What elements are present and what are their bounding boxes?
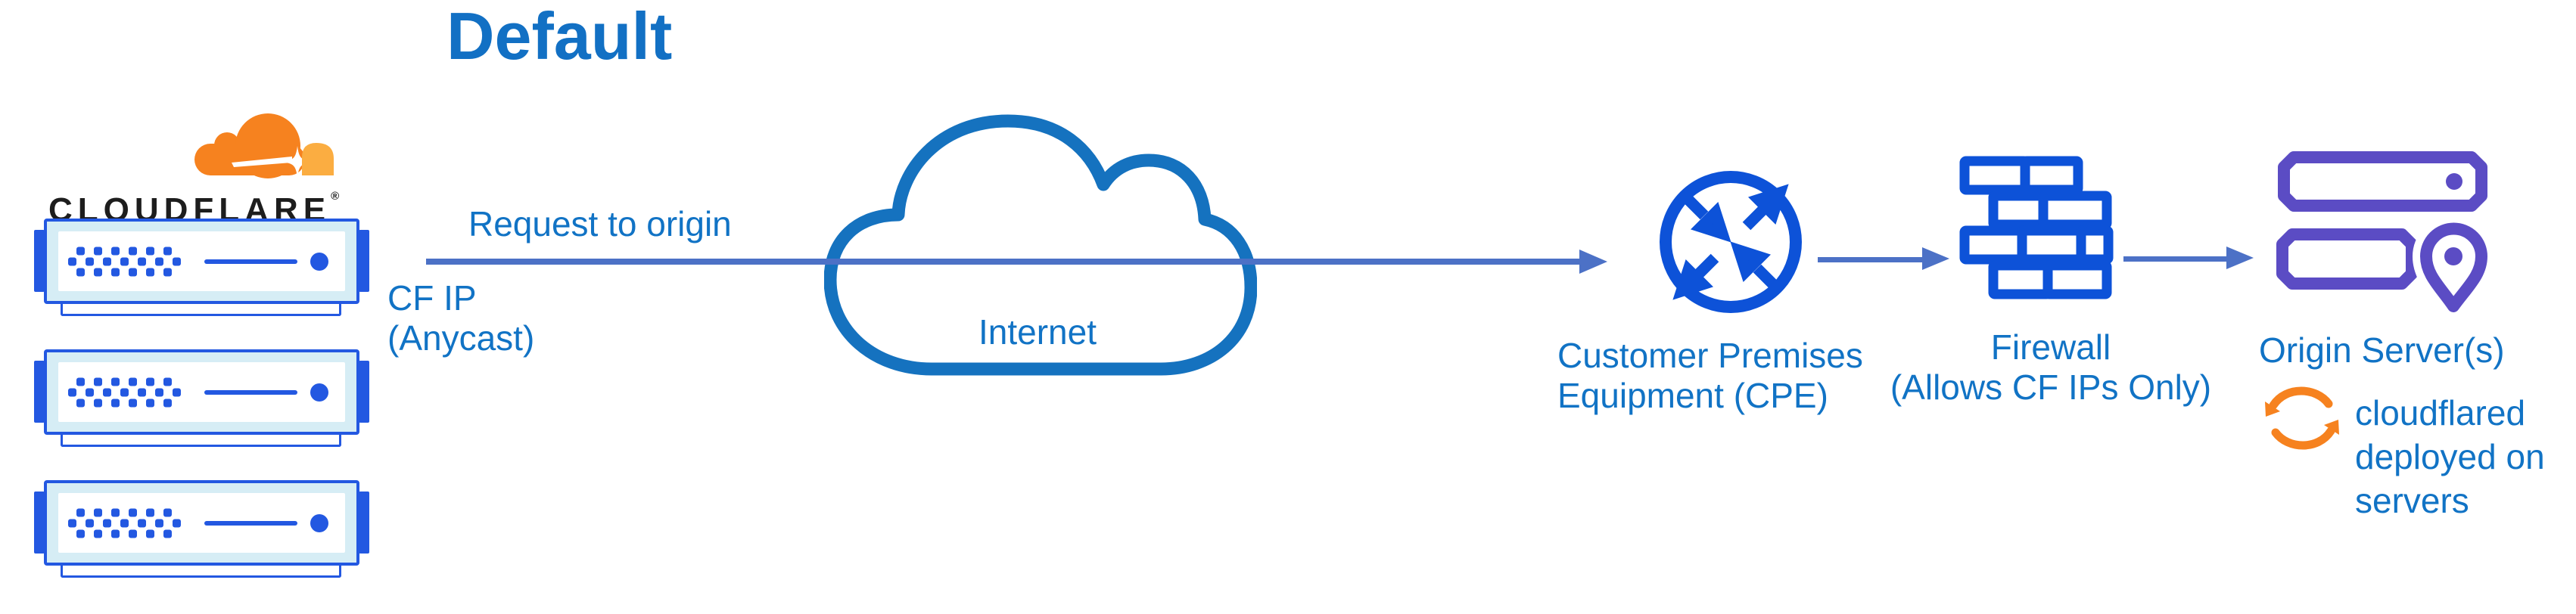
edge-server-stack-icon <box>34 219 369 611</box>
firewall-label: Firewall (Allows CF IPs Only) <box>1890 327 2212 407</box>
server-vent-dots <box>76 268 181 276</box>
firewall-to-origin-arrowhead <box>2226 247 2254 269</box>
edge-server-icon <box>34 480 369 580</box>
internet-label: Internet <box>978 312 1097 352</box>
edge-server-icon <box>34 219 369 318</box>
page-title: Default <box>446 0 673 73</box>
firewall-icon <box>1959 156 2114 299</box>
edge-server-icon <box>34 349 369 449</box>
server-vent-dots <box>68 257 181 265</box>
request-flow-arrowhead <box>1579 250 1607 274</box>
cloudflared-label: cloudflared deployed on servers <box>2355 393 2545 520</box>
cf-ip-anycast-label: CF IP (Anycast) <box>387 278 535 358</box>
server-vent-dots <box>76 377 181 386</box>
server-vent-dots <box>76 398 181 407</box>
request-flow-line <box>426 259 1579 265</box>
server-vent-dots <box>76 529 181 538</box>
cloudflare-logo-cloud-icon <box>194 113 334 178</box>
cloudflared-sync-icon <box>2265 386 2339 450</box>
origin-servers-label: Origin Server(s) <box>2259 330 2505 370</box>
cpe-to-firewall-arrowhead <box>1922 247 1949 270</box>
request-to-origin-label: Request to origin <box>468 204 732 243</box>
server-vent-dots <box>68 519 181 527</box>
server-vent-dots <box>76 247 181 255</box>
server-vent-dots <box>68 388 181 396</box>
cpe-to-firewall-line <box>1818 257 1922 262</box>
cpe-label: Customer Premises Equipment (CPE) <box>1557 336 1863 415</box>
registered-mark: ® <box>331 190 340 203</box>
cpe-icon <box>1660 171 1802 313</box>
server-vent-dots <box>76 508 181 516</box>
origin-servers-icon <box>2276 151 2494 316</box>
firewall-to-origin-line <box>2123 256 2226 262</box>
